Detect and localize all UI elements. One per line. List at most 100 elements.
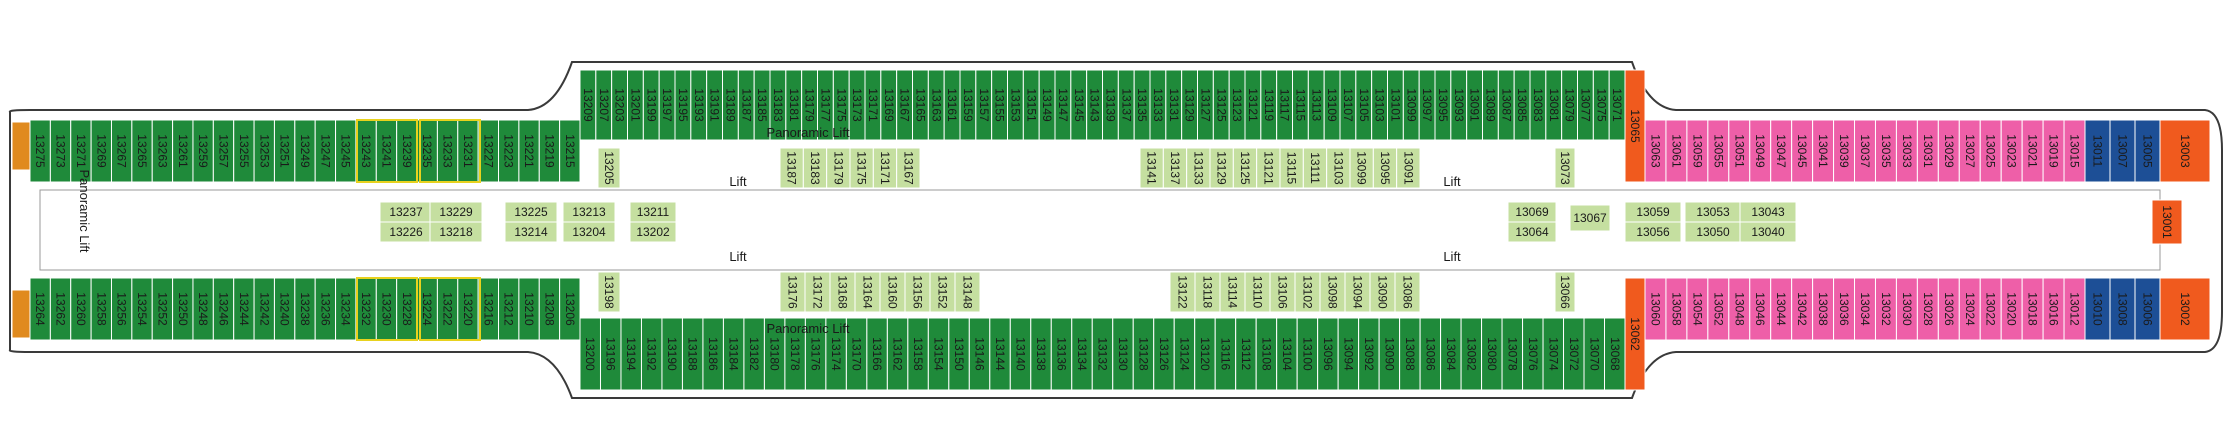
cabin-number: 13055 [1711,134,1725,168]
cabin-number: 13194 [624,337,638,371]
cabin-number: 13040 [1751,225,1785,239]
cabin-number: 13076 [1526,337,1540,371]
cabin-number: 13176 [809,337,823,371]
cabin-number: 13072 [1567,337,1581,371]
cabin-number: 13103 [1373,88,1387,122]
cabin-13005[interactable] [2134,119,2161,183]
cabin-13067[interactable] [1569,204,1611,232]
cabin-number: 13126 [1157,337,1171,371]
cabin-number: 13128 [1136,337,1150,371]
cabin-number: 13169 [882,88,896,122]
cabin-13205[interactable] [597,147,621,189]
cabin-number: 13153 [1008,88,1022,122]
cabin-number: 13204 [572,225,606,239]
panoramic-lift-top-label: Panoramic Lift [766,125,849,140]
cabin-13215[interactable] [559,119,581,183]
cabin-number: 13221 [522,134,536,168]
cabin-number: 13061 [1669,134,1683,168]
cabin-13073[interactable] [1554,147,1576,189]
cabin-number: 13113 [1309,89,1323,122]
cabin-number: 13166 [870,337,884,371]
cabin-number: 13199 [644,88,658,122]
cabin-13010[interactable] [2084,277,2111,341]
cabin-number: 13104 [1280,337,1294,371]
cabin-number: 13002 [2178,292,2192,326]
cabin-13011[interactable] [2084,119,2111,183]
cabin-13156[interactable] [904,271,931,313]
cabin-13003[interactable] [2159,119,2211,183]
cabin-13066[interactable] [1554,271,1576,313]
cabin-number: 13260 [74,292,88,326]
cabin-number: 13233 [441,134,455,168]
cabin-number: 13149 [1040,88,1054,122]
cabin-13056[interactable] [1624,221,1682,243]
cabin-13218[interactable] [429,221,483,243]
cabin-13122[interactable] [1169,271,1196,313]
cabin-number: 13224 [420,292,434,326]
cabin-13114[interactable] [1219,271,1246,313]
cabin-number: 13056 [1636,225,1670,239]
cabin-number: 13179 [831,151,845,185]
cabin-13214[interactable] [504,221,558,243]
cabin-number: 13081 [1547,88,1561,122]
cabin-number: 13041 [1816,134,1830,168]
cabin-13148[interactable] [954,271,981,313]
cabin-number: 13034 [1858,292,1872,326]
cabin-13001[interactable] [2151,199,2183,245]
cabin-13204[interactable] [562,221,616,243]
cabin-number: 13148 [961,275,975,309]
cabin-number: 13226 [389,225,423,239]
cabin-number: 13021 [2026,134,2040,168]
cabin-number: 13082 [1464,337,1478,371]
cabin-number: 13029 [1942,134,1956,168]
cabin-number: 13187 [785,151,799,185]
cabin-13094[interactable] [1344,271,1371,313]
cabin-number: 13059 [1636,205,1670,219]
cabin-number: 13168 [836,275,850,309]
cabin-13007[interactable] [2109,119,2136,183]
cabin-number: 13043 [1751,205,1785,219]
cabin-number: 13218 [439,225,473,239]
cabin-number: 13085 [1515,88,1529,122]
cabin-number: 13042 [1795,292,1809,326]
cabin-number: 13139 [1103,88,1117,122]
cabin-13202[interactable] [629,221,677,243]
cabin-13168[interactable] [829,271,856,313]
cabin-number: 13176 [786,275,800,309]
cabin-aft-bottom[interactable] [11,289,31,339]
cabin-number: 13047 [1774,134,1788,168]
cabin-13090[interactable] [1369,271,1396,313]
cabin-number: 13127 [1198,88,1212,122]
central-corridor-area [39,189,2161,271]
cabin-13164[interactable] [854,271,881,313]
cabin-number: 13123 [1230,88,1244,122]
cabin-number: 13107 [1341,88,1355,122]
cabin-13160[interactable] [879,271,906,313]
cabin-13167[interactable] [896,147,921,189]
cabin-number: 13066 [1558,275,1572,309]
cabin-13040[interactable] [1739,221,1797,243]
cabin-13206[interactable] [559,277,581,341]
cabin-13110[interactable] [1244,271,1271,313]
cabin-aft-top[interactable] [11,121,31,171]
cabin-13002[interactable] [2159,277,2211,341]
cabin-13064[interactable] [1507,221,1557,243]
cabin-number: 13210 [522,292,536,326]
lift-label-4: Lift [1443,249,1461,264]
cabin-number: 13239 [400,134,414,168]
cabin-13091[interactable] [1396,147,1421,189]
cabin-number: 13088 [1403,337,1417,371]
cabin-13172[interactable] [804,271,831,313]
cabin-13086[interactable] [1394,271,1421,313]
cabin-13008[interactable] [2109,277,2136,341]
cabin-number: 13157 [977,88,991,122]
cabin-13098[interactable] [1319,271,1346,313]
cabin-13106[interactable] [1269,271,1296,313]
cabin-number: 13105 [1357,88,1371,122]
cabin-number: 13062 [1628,317,1642,351]
cabin-number: 13038 [1816,292,1830,326]
cabin-13198[interactable] [597,271,621,313]
cabin-number: 13049 [1753,134,1767,168]
cabin-number: 13078 [1505,337,1519,371]
cabin-number: 13235 [420,134,434,168]
